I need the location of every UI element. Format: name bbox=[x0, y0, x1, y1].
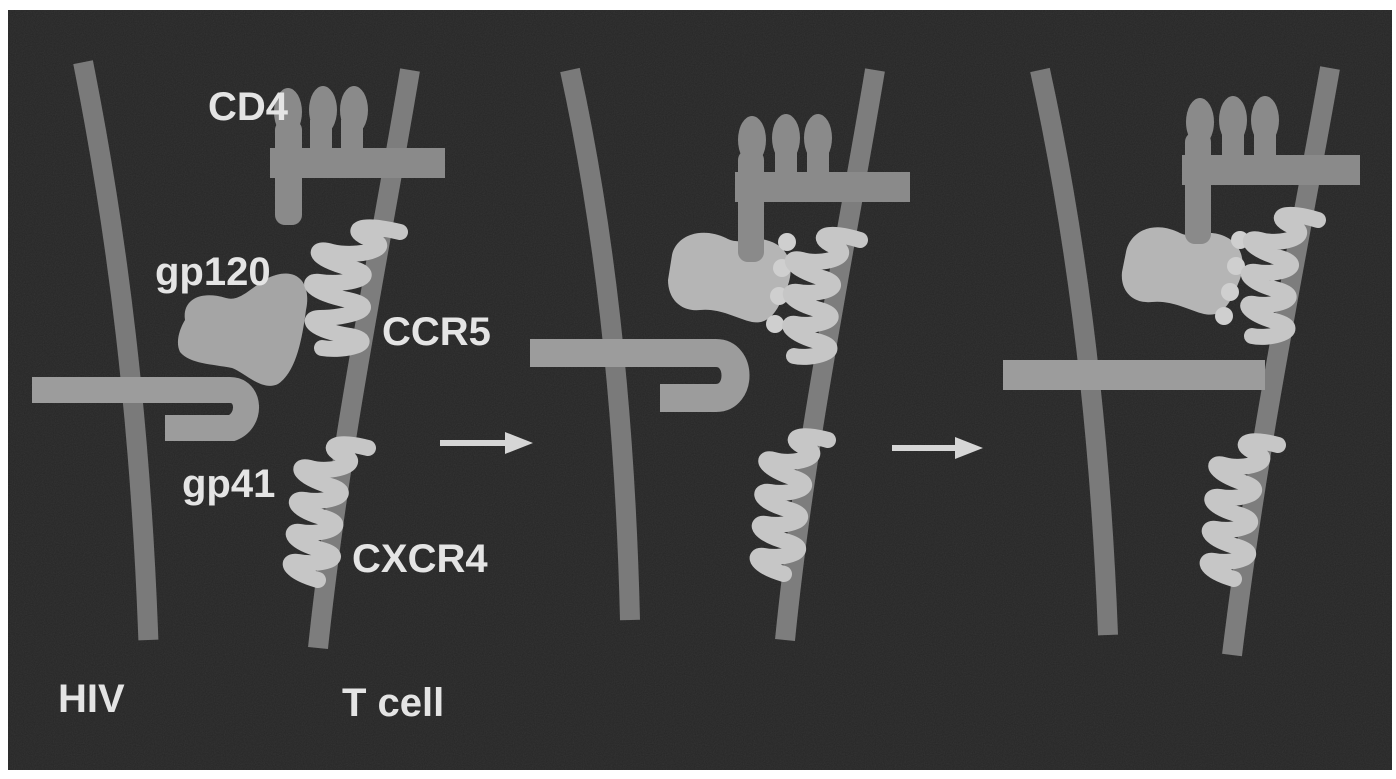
label-tcell: T cell bbox=[342, 681, 444, 725]
label-cxcr4: CXCR4 bbox=[352, 537, 488, 581]
label-cd4: CD4 bbox=[208, 85, 289, 129]
gp120-contact-bead bbox=[1215, 307, 1233, 325]
gp120-contact-bead bbox=[1221, 283, 1239, 301]
label-gp41: gp41 bbox=[182, 462, 275, 506]
gp120-contact-bead bbox=[766, 315, 784, 333]
label-hiv: HIV bbox=[58, 677, 125, 721]
label-ccr5: CCR5 bbox=[382, 310, 491, 354]
gp41-protein bbox=[1003, 360, 1265, 390]
gp120-contact-bead bbox=[778, 233, 796, 251]
label-gp120: gp120 bbox=[155, 250, 271, 294]
